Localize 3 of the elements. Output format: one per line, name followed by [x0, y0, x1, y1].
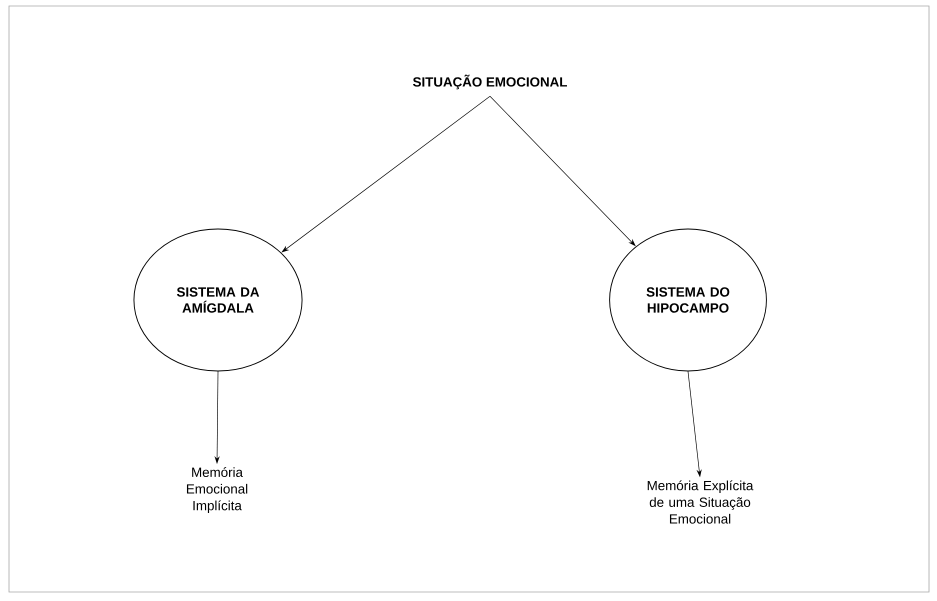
memory-text: Memória Explícita de uma Situação Emocional	[648, 480, 754, 524]
memory-text: Memória Emocional Implícita	[186, 467, 248, 513]
heading-text: SITUAÇÃO EMOCIONAL	[412, 74, 567, 90]
